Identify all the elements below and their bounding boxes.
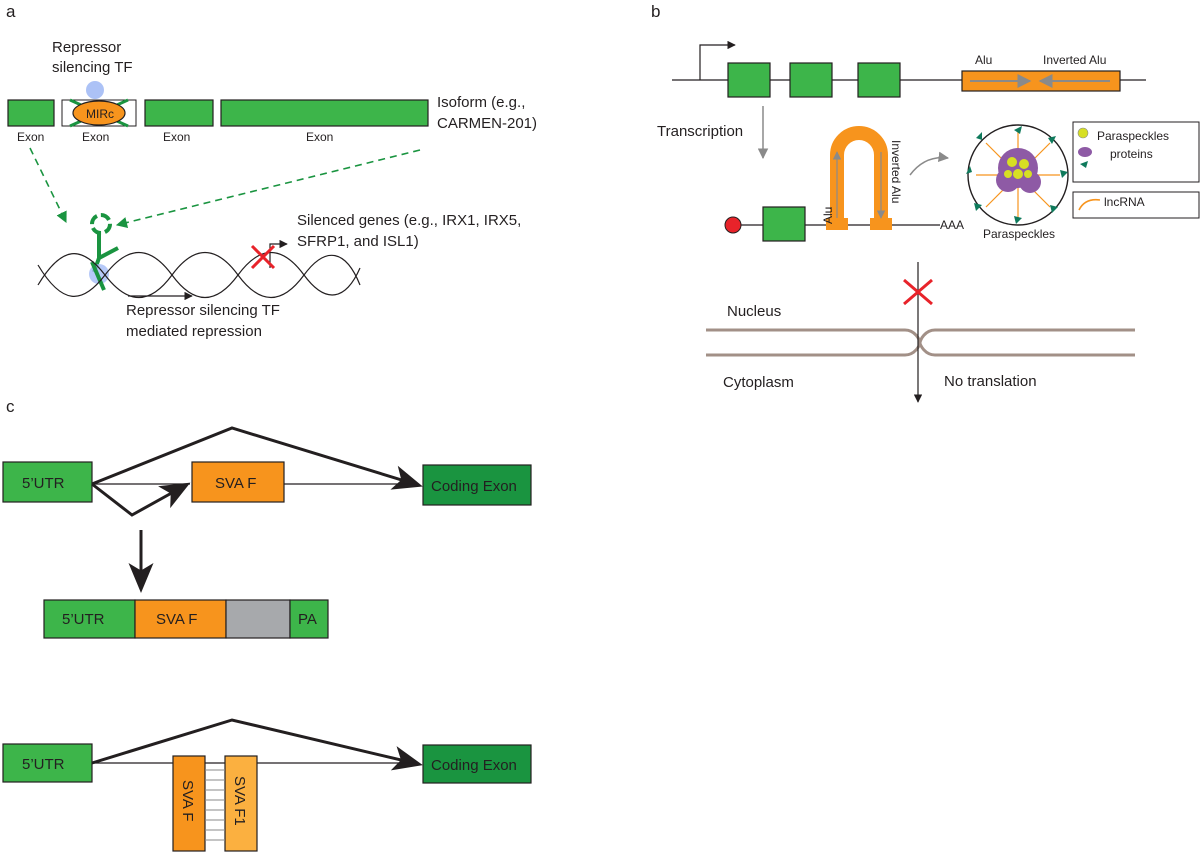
top-utr-label: 5’UTR: [22, 475, 65, 492]
exon-label-2: Exon: [82, 130, 109, 144]
hairpin-alu-label: Alu: [821, 207, 835, 224]
paraspeckles-label: Paraspeckles: [983, 227, 1055, 241]
dashed-arrow-left: [29, 147, 67, 224]
mid-pa-label: PA: [298, 611, 317, 628]
transcription-label: Transcription: [657, 123, 743, 140]
repression-line1: Repressor silencing TF: [126, 302, 280, 319]
silenced-line2: SFRP1, and ISL1): [297, 233, 419, 250]
hairpin-foot-left: [826, 218, 848, 230]
silenced-tss-arrow: [269, 239, 288, 268]
top-coding-label: Coding Exon: [431, 478, 517, 495]
mid-pa-box: [289, 599, 329, 639]
bot-skip-splice-arrow: [91, 718, 423, 771]
top-skip-splice-arrow: [91, 426, 423, 490]
alu-label: Alu: [975, 53, 992, 67]
bot-coding-label: Coding Exon: [431, 757, 517, 774]
repression-line2: mediated repression: [126, 323, 262, 340]
exon-box-3: [144, 99, 214, 127]
top-sva-splice-arrow: [91, 482, 191, 517]
polya-label: AAA: [940, 218, 964, 232]
legend-lncrna-label: lncRNA: [1104, 195, 1145, 209]
mid-sva-label: SVA F: [156, 611, 197, 628]
legend-proteins-line1: Paraspeckles: [1097, 129, 1169, 143]
top-sva-box: [191, 461, 285, 503]
legend-proteins-line2: proteins: [1110, 147, 1153, 161]
lncrna-icon: [1078, 198, 1101, 211]
locus-exon-3: [857, 62, 901, 98]
bot-sva-label: SVA F: [179, 780, 196, 821]
alu-hairpin: [830, 126, 888, 223]
dna-strand-1: [37, 251, 361, 299]
repressor-label-line2: silencing TF: [52, 59, 133, 76]
bot-utr-label: 5’UTR: [22, 756, 65, 773]
exon-label-4: Exon: [306, 130, 333, 144]
membrane-bottom: [706, 342, 1135, 357]
bot-coding-box: [422, 744, 532, 784]
bot-sva1-label: SVA F1: [231, 776, 248, 826]
hairpin-foot-right: [870, 218, 892, 230]
mid-utr-label: 5’UTR: [62, 611, 105, 628]
paraspeckle-arrow: [909, 151, 950, 176]
cap-icon: [724, 216, 742, 234]
panel-c-label: c: [6, 397, 15, 416]
exon-label-3: Exon: [163, 130, 190, 144]
panel-c: c 5’UTR SVA F Coding Exon 5’UTR SVA F PA…: [2, 397, 532, 852]
isoform-line1: Isoform (e.g.,: [437, 94, 525, 111]
paraspeckle-legend: Paraspeckles proteins lncRNA: [1072, 121, 1200, 219]
mid-grey-box: [225, 599, 291, 639]
dashed-arrow-right: [115, 149, 421, 229]
no-translation-label: No translation: [944, 373, 1037, 390]
top-coding-box: [422, 464, 532, 506]
isoform-line2: CARMEN-201): [437, 115, 537, 132]
rna-stem-loop: [89, 213, 119, 291]
panel-b: b Alu Inverted Alu Transcription Alu Inv…: [651, 2, 1200, 403]
cytoplasm-label: Cytoplasm: [723, 374, 794, 391]
dna-strand-2: [37, 251, 361, 299]
blocked-export-cross-icon: [903, 278, 933, 306]
bot-sva1-box: [224, 755, 258, 852]
repressor-label-line1: Repressor: [52, 39, 121, 56]
mirc-label: MIRc: [86, 107, 114, 121]
legend-proteins-box: [1072, 121, 1200, 183]
tss-arrow: [699, 40, 736, 80]
panel-a: a Repressor silencing TF MIRc Exon Exon …: [6, 2, 537, 340]
exon-box-4: [220, 99, 429, 127]
top-sva-label: SVA F: [215, 475, 256, 492]
transcript-exon: [762, 206, 806, 242]
exon-box-2-outline: [61, 99, 137, 127]
locus-exon-2: [789, 62, 833, 98]
mirc-element: [72, 100, 126, 126]
paraspeckle-diagram: [966, 124, 1069, 226]
base-pairing-lines: [205, 769, 225, 841]
locus-exon-1: [727, 62, 771, 98]
mid-sva-box: [134, 599, 227, 639]
exon-label-1: Exon: [17, 130, 44, 144]
bot-sva-box: [172, 755, 206, 852]
silenced-line1: Silenced genes (e.g., IRX1, IRX5,: [297, 212, 521, 229]
repressor-tf-circle: [86, 81, 104, 99]
membrane-top: [706, 328, 1135, 344]
legend-lncrna-box: [1072, 191, 1200, 219]
panel-b-label: b: [651, 2, 660, 21]
silenced-cross-icon: [250, 244, 276, 270]
inverted-alu-label: Inverted Alu: [1043, 53, 1106, 67]
panel-a-label: a: [6, 2, 16, 21]
hairpin-inverted-alu-label: Inverted Alu: [889, 140, 903, 203]
nucleus-label: Nucleus: [727, 303, 781, 320]
exon-box-1: [7, 99, 55, 127]
top-utr-box: [2, 461, 93, 503]
